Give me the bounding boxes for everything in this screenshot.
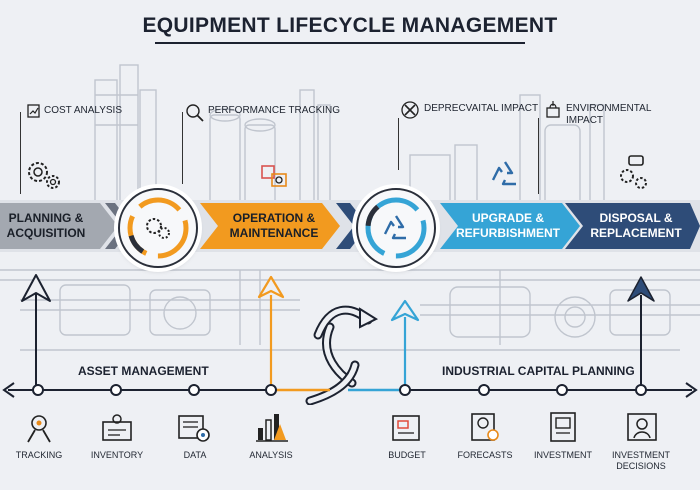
bottom-label-tracking: TRACKING: [15, 450, 63, 460]
stage-planning-shape: [0, 203, 118, 249]
timeline-node: [635, 384, 647, 396]
magnifier-icon: [186, 104, 204, 122]
recycle-icon: [491, 161, 516, 186]
stage-disposal-shape: [565, 203, 700, 249]
report-icon: [27, 104, 40, 118]
flow-arrows-and-timeline: [2, 274, 698, 405]
timeline-node: [265, 384, 277, 396]
investment-decisions-icon: [627, 413, 657, 441]
stage-planning-label: PLANNING & ACQUISITION: [6, 211, 86, 240]
timeline-node: [399, 384, 411, 396]
forecasts-icon: [471, 413, 499, 441]
stage-upgrade-shape: [440, 203, 580, 249]
stage-operation-label: OPERATION & MAINTENANCE: [229, 211, 319, 240]
bottom-label-analysis: ANALYSIS: [249, 450, 293, 460]
tools-icon: [401, 101, 419, 119]
bottom-label-inventory: INVENTORY: [90, 450, 144, 460]
gears-icon: [127, 197, 189, 259]
up-arrow-navy: [627, 276, 655, 302]
timeline-node: [32, 384, 44, 396]
bottom-label-investment: INVESTMENT: [533, 450, 592, 460]
stage-disposal-label: DISPOSAL & REPLACEMENT: [590, 211, 682, 240]
lifecycle-stage-band: [0, 200, 700, 252]
hub-circle-recycle: [356, 188, 436, 268]
cost-analysis-label: COST ANALYSIS: [44, 105, 122, 116]
page-title: EQUIPMENT LIFECYCLE MANAGEMENT: [142, 14, 558, 37]
timeline-node: [478, 384, 490, 396]
connector-line: [538, 118, 539, 194]
recycle-icon: [365, 197, 427, 259]
bottom-label-budget: BUDGET: [388, 450, 426, 460]
timeline-node: [556, 384, 568, 396]
gears-icon: [28, 162, 60, 189]
asset-management-heading: ASSET MANAGEMENT: [78, 364, 209, 378]
analysis-icon: [256, 414, 288, 442]
budget-icon: [392, 415, 420, 441]
settings-gear-icon: [620, 155, 647, 189]
stage-upgrade-label: UPGRADE & REFURBISHMENT: [456, 211, 560, 240]
connector-line: [20, 112, 21, 194]
up-arrow-left: [21, 274, 51, 302]
connector-line: [182, 112, 183, 184]
bottom-label-investment-decisions: INVESTMENT DECISIONS: [611, 450, 670, 471]
industrial-capital-planning-heading: INDUSTRIAL CAPITAL PLANNING: [442, 364, 635, 378]
deprecvaital-impact-label: DEPRECVAITAL IMPACT: [424, 103, 539, 114]
hub-circle-gears: [118, 188, 198, 268]
performance-tracking-label: PERFORMANCE TRACKING: [208, 105, 341, 116]
timeline-node: [110, 384, 122, 396]
data-icon: [178, 415, 210, 442]
bottom-label-data: DATA: [183, 450, 207, 460]
title-underline: [155, 42, 525, 44]
investment-icon: [550, 412, 576, 442]
leaf-icon: [546, 101, 560, 118]
inventory-icon: [102, 414, 132, 441]
tracking-icon: [27, 415, 51, 443]
bottom-label-forecasts: FORECASTS: [457, 450, 513, 460]
environmental-impact-label: ENVIRONMENTAL IMPACT: [566, 103, 652, 126]
timeline-node: [188, 384, 200, 396]
connector-line: [398, 118, 399, 170]
maintenance-tools-icon: [261, 165, 287, 187]
up-arrow-blue: [390, 299, 420, 322]
stage-operation-shape: [200, 203, 340, 249]
up-arrow-orange: [257, 275, 285, 299]
